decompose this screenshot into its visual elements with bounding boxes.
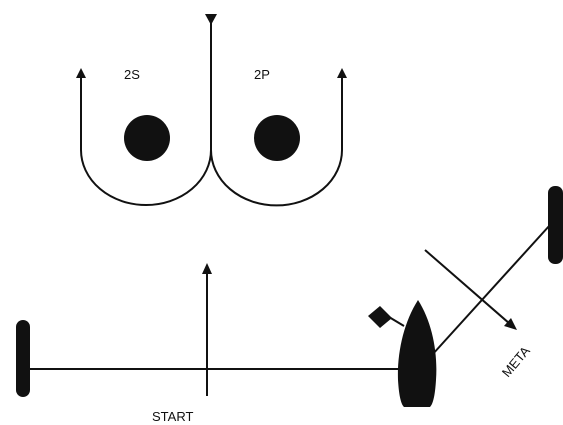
- start-label: START: [152, 409, 193, 424]
- right-pole-icon: [548, 186, 563, 264]
- finish-label: META: [499, 343, 533, 380]
- gate-buoy-right: [254, 115, 300, 161]
- entry-arrowhead: [205, 14, 217, 25]
- gate-left-label: 2S: [124, 67, 140, 82]
- finish-arrow-line: [424, 249, 511, 325]
- boat-icon: [397, 300, 437, 407]
- gate-right-label: 2P: [254, 67, 270, 82]
- gate-left-arrowhead: [76, 68, 86, 78]
- finish-line: [431, 224, 551, 356]
- gate-buoy-left: [124, 115, 170, 161]
- flag-icon: [368, 306, 392, 328]
- gate-right-path: [210, 76, 343, 207]
- start-arrowhead: [202, 263, 212, 274]
- finish-arrowhead: [504, 318, 517, 330]
- gate-right-arrowhead: [337, 68, 347, 78]
- left-pole-icon: [16, 320, 30, 397]
- gate-left-path: [80, 76, 212, 206]
